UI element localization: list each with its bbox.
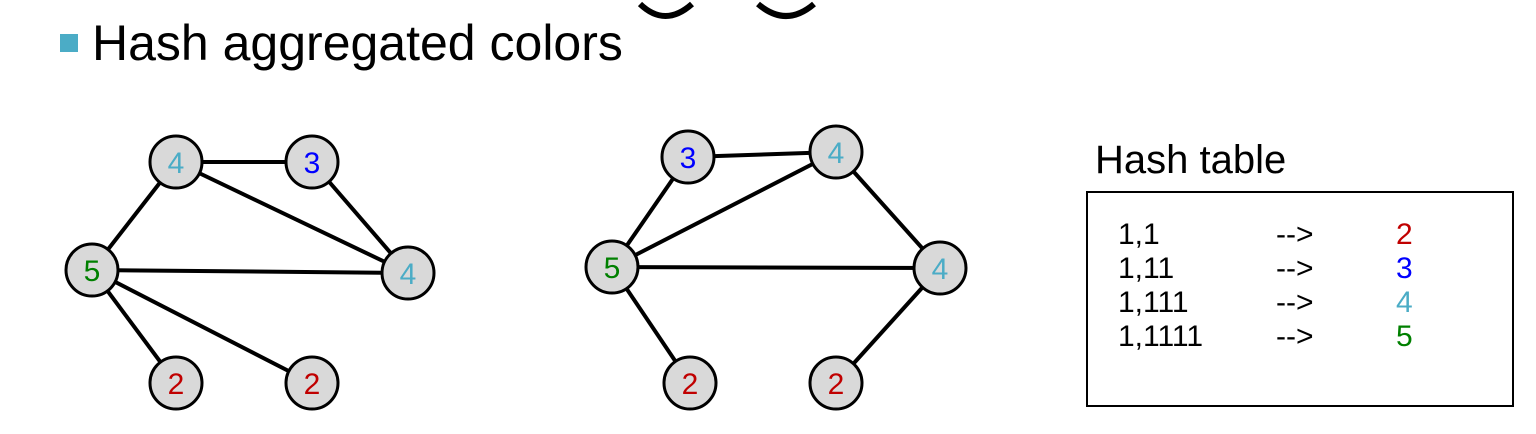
graph-node [808,124,864,180]
graph-node [662,355,718,411]
graph-node [584,239,640,295]
hash-key: 1,1 [1118,218,1160,251]
hash-arrow: --> [1276,218,1314,251]
hash-key: 1,11 [1118,252,1175,285]
graph-node [284,355,340,411]
graph-node [660,129,716,185]
bullet-square-icon [60,34,78,52]
graph-node [64,242,120,298]
graph-left: 4 3 5 4 2 2 [64,134,436,411]
slide-bullet-text: Hash aggregated colors [92,15,623,71]
graph-node-label: 4 [400,258,417,291]
graph-node-label: 4 [932,253,949,286]
graph-node-label: 2 [304,368,321,401]
graph-node-label: 4 [828,137,845,170]
graph-node-label: 5 [604,252,621,285]
graph-right: 3 4 5 4 2 2 [584,124,968,411]
cropped-arc-right [756,1,816,19]
graph-node-label: 2 [168,368,185,401]
hash-value: 2 [1396,218,1413,251]
graph-edge [91,268,313,385]
graph-right-nodes: 3 4 5 4 2 2 [584,124,968,411]
graph-node-label: 2 [828,368,845,401]
graph-edge [175,160,409,275]
hash-arrow: --> [1276,320,1314,353]
cropped-arc-left [637,1,694,19]
hash-key: 1,111 [1118,286,1189,319]
graph-edge [611,265,941,270]
graph-edge [91,268,409,275]
graph-left-edges [90,160,410,385]
graph-node-label: 4 [168,147,185,180]
hash-value: 3 [1396,252,1413,285]
graph-node [380,245,436,301]
cropped-top-graphics [637,1,816,19]
hash-value: 4 [1396,286,1413,319]
hash-value: 5 [1396,320,1413,353]
graph-node-label: 3 [680,142,697,175]
hash-table-title: Hash table [1095,138,1287,182]
graph-node-label: 3 [304,147,321,180]
graph-node [912,240,968,296]
graph-node [808,355,864,411]
hash-table: 1,1 --> 2 1,11 --> 3 1,111 --> 4 1,1111 … [1086,191,1514,407]
graph-node [284,134,340,190]
hash-arrow: --> [1276,252,1314,285]
hash-arrow: --> [1276,286,1314,319]
graph-node [148,355,204,411]
graph-edge [611,150,837,269]
graph-left-nodes: 4 3 5 4 2 2 [64,134,436,411]
graph-node-label: 5 [84,255,101,288]
graph-node [148,134,204,190]
graph-right-edges [610,150,942,385]
graph-node-label: 2 [682,368,699,401]
hash-key: 1,1111 [1118,320,1204,353]
